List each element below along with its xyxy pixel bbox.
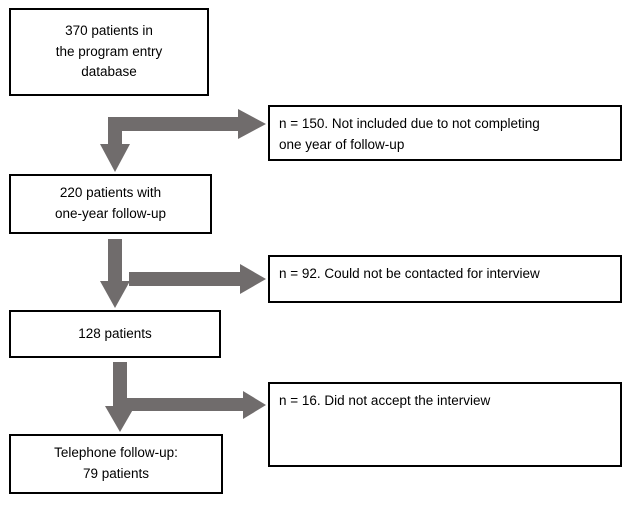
declined-interview-text: n = 16. Did not accept the interview [279, 393, 491, 408]
telephone-followup-text: Telephone follow-up: 79 patients [54, 445, 178, 481]
declined-interview-box: n = 16. Did not accept the interview [268, 382, 622, 467]
program-entry-text: 370 patients in the program entry databa… [55, 22, 163, 80]
arrow-group-1 [100, 109, 266, 172]
one-year-followup-text: 220 patients with one-year follow-up [54, 185, 167, 221]
arrow-group-2 [100, 239, 266, 308]
not-contacted-box: n = 92. Could not be contacted for inter… [268, 255, 622, 303]
excluded-no-followup-box: n = 150. Not included due to not complet… [268, 105, 622, 161]
excluded-no-followup-text: n = 150. Not included due to not complet… [279, 116, 540, 152]
not-contacted-text: n = 92. Could not be contacted for inter… [279, 266, 540, 281]
telephone-followup-box: Telephone follow-up: 79 patients [9, 434, 223, 494]
remaining-patients-box: 128 patients [9, 310, 221, 358]
program-entry-box: 370 patients in the program entry databa… [9, 8, 209, 96]
one-year-followup-box: 220 patients with one-year follow-up [9, 174, 212, 234]
remaining-patients-text: 128 patients [78, 325, 152, 341]
arrow-group-3 [105, 362, 266, 432]
